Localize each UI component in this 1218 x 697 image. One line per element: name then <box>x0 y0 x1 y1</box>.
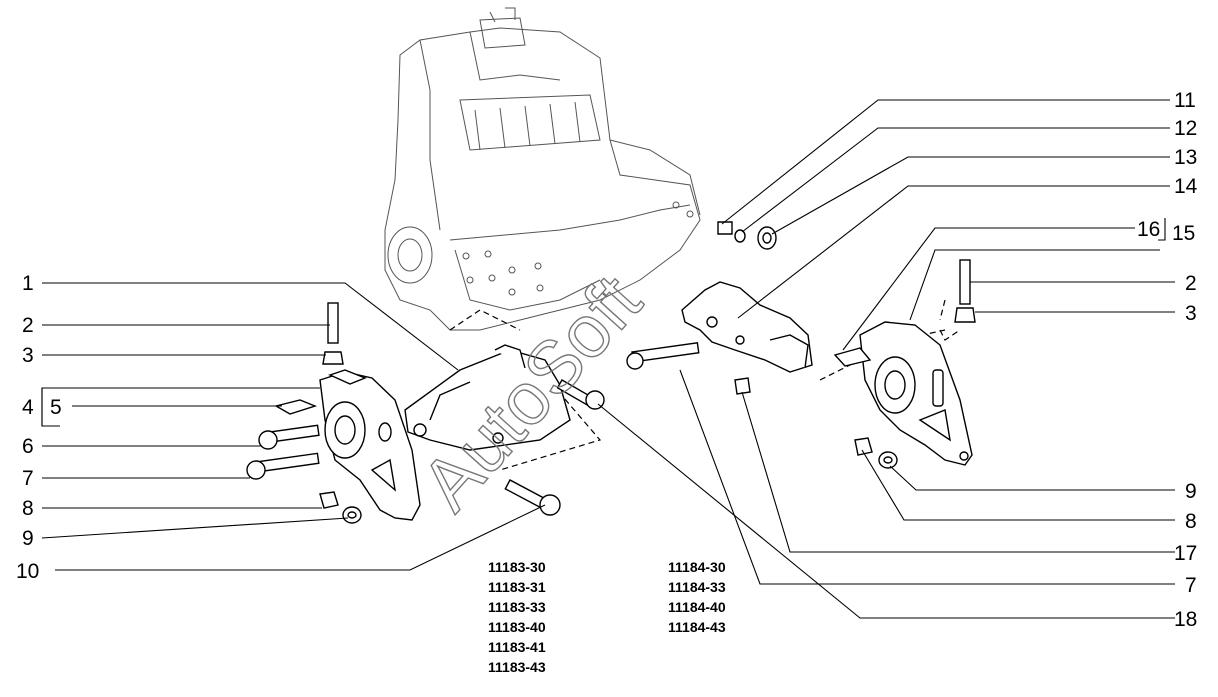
callout-7-left: 7 <box>22 467 34 490</box>
callout-4: 4 <box>22 396 34 419</box>
callout-8-right: 8 <box>1185 510 1197 533</box>
callout-3-right: 3 <box>1185 302 1197 325</box>
left-small-parts <box>246 302 605 524</box>
callout-12: 12 <box>1174 117 1197 140</box>
rear-bracket <box>626 221 813 395</box>
callout-14: 14 <box>1174 175 1198 198</box>
callout-7-right: 7 <box>1185 574 1197 597</box>
left-engine-mount <box>319 369 421 521</box>
callout-3-left: 3 <box>22 344 34 367</box>
model-code: 11183-30 <box>488 559 546 575</box>
callout-10: 10 <box>16 560 39 583</box>
callout-9-left: 9 <box>22 527 34 550</box>
model-code: 11184-30 <box>668 559 726 575</box>
model-codes-group-2: 11184-30 11184-33 11184-40 11184-43 <box>668 559 726 635</box>
callout-9-right: 9 <box>1185 480 1197 503</box>
right-engine-mount <box>833 259 976 469</box>
callout-2-left: 2 <box>22 314 34 337</box>
model-code: 11184-43 <box>668 619 726 635</box>
callout-2-right: 2 <box>1185 272 1197 295</box>
model-code: 11184-33 <box>668 579 726 595</box>
leader-lines <box>41 99 1175 619</box>
left-bracket <box>404 344 571 451</box>
engine-illustration <box>384 7 701 331</box>
callout-17: 17 <box>1174 542 1197 565</box>
model-code: 11183-33 <box>488 599 546 615</box>
callout-18: 18 <box>1174 608 1197 631</box>
callout-6: 6 <box>22 435 34 458</box>
model-code: 11183-41 <box>488 639 546 655</box>
callout-11: 11 <box>1174 89 1196 112</box>
callout-15: 15 <box>1172 222 1195 245</box>
callout-16: 16 <box>1137 218 1160 241</box>
model-codes-group-1: 11183-30 11183-31 11183-33 11183-40 1118… <box>488 559 546 675</box>
callout-5: 5 <box>50 396 62 419</box>
model-code: 11183-31 <box>488 579 546 595</box>
callout-1: 1 <box>22 272 34 295</box>
model-code: 11183-43 <box>488 659 546 675</box>
model-code: 11184-40 <box>668 599 726 615</box>
callout-8-left: 8 <box>22 497 34 520</box>
callout-13: 13 <box>1174 146 1197 169</box>
model-code: 11183-40 <box>488 619 546 635</box>
